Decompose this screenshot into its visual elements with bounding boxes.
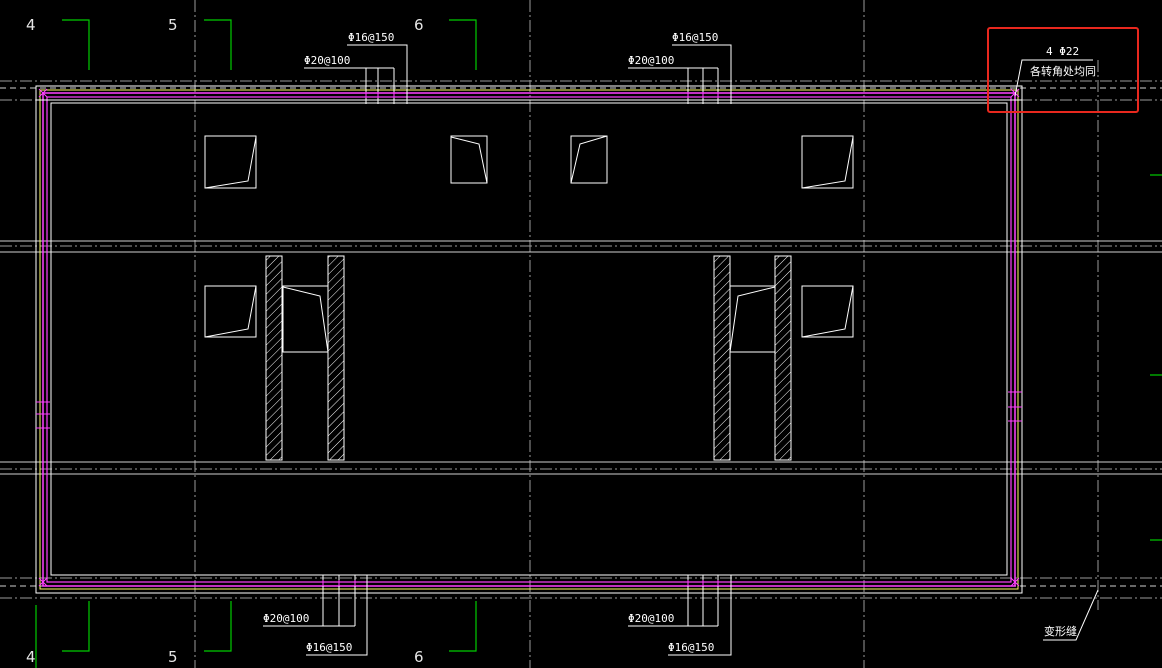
corner-note-text: 各转角处均同: [1030, 65, 1096, 78]
axis-label-6-bottom: 6: [414, 648, 424, 666]
axis-label-5-bottom: 5: [168, 648, 178, 666]
axis-label-5-top: 5: [168, 16, 178, 34]
rebar-label-top-left-stirrup: Φ16@150: [348, 31, 395, 44]
axis-label-4-top: 4: [26, 16, 36, 34]
corner-marks: [38, 88, 1020, 587]
rebar-label-bottom-right-stirrup: Φ16@150: [668, 641, 715, 654]
axis-label-4-bottom: 4: [26, 648, 36, 666]
joint-note: 变形缝: [1044, 625, 1077, 638]
slab-outline: [35, 85, 1023, 594]
column-boxes: [204, 135, 854, 353]
rebar-label-top-left-main: Φ20@100: [304, 54, 351, 67]
axis-label-6-top: 6: [414, 16, 424, 34]
corner-bar-spec: 4 Φ22: [1046, 45, 1080, 58]
axis-markers: [35, 19, 1162, 668]
edge-ticks: [36, 391, 1022, 429]
rebar-label-bottom-right-main: Φ20@100: [628, 612, 675, 625]
rebar-ticks: [322, 92, 719, 586]
rebar-label-top-right-stirrup: Φ16@150: [672, 31, 719, 44]
rebar-label-bottom-left-main: Φ20@100: [263, 612, 310, 625]
highlight-box: [987, 27, 1139, 113]
rebar-leaders: [263, 44, 1099, 656]
hatched-walls: [265, 255, 792, 461]
rebar-label-top-right-main: Φ20@100: [628, 54, 675, 67]
rebar-label-bottom-left-stirrup: Φ16@150: [306, 641, 353, 654]
